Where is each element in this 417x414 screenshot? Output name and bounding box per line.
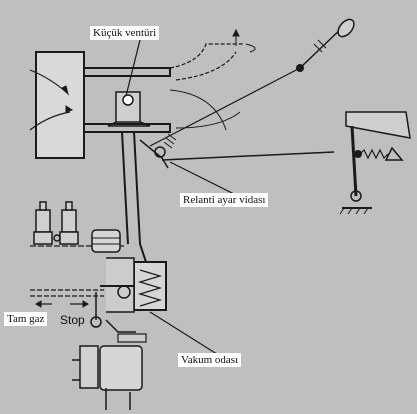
vacuum-chamber xyxy=(133,261,167,311)
air-intake-housing xyxy=(35,51,85,159)
label-kucuk-venturi: Küçük ventüri xyxy=(90,26,160,40)
hand-throttle-knob xyxy=(337,18,355,38)
motor-body xyxy=(99,345,143,391)
return-spring xyxy=(359,148,389,160)
label-relanti-ayar-vidasi: Relanti ayar vidası xyxy=(180,193,269,207)
label-tam-gaz: Tam gaz xyxy=(4,312,48,326)
idle-screw xyxy=(163,133,177,149)
label-vakum-odasi: Vakum odası xyxy=(178,353,242,367)
upper-bore-wall xyxy=(84,67,171,77)
accelerator-pedal xyxy=(345,111,411,139)
lower-bore-wall xyxy=(84,123,171,133)
label-stop: Stop xyxy=(60,313,85,327)
